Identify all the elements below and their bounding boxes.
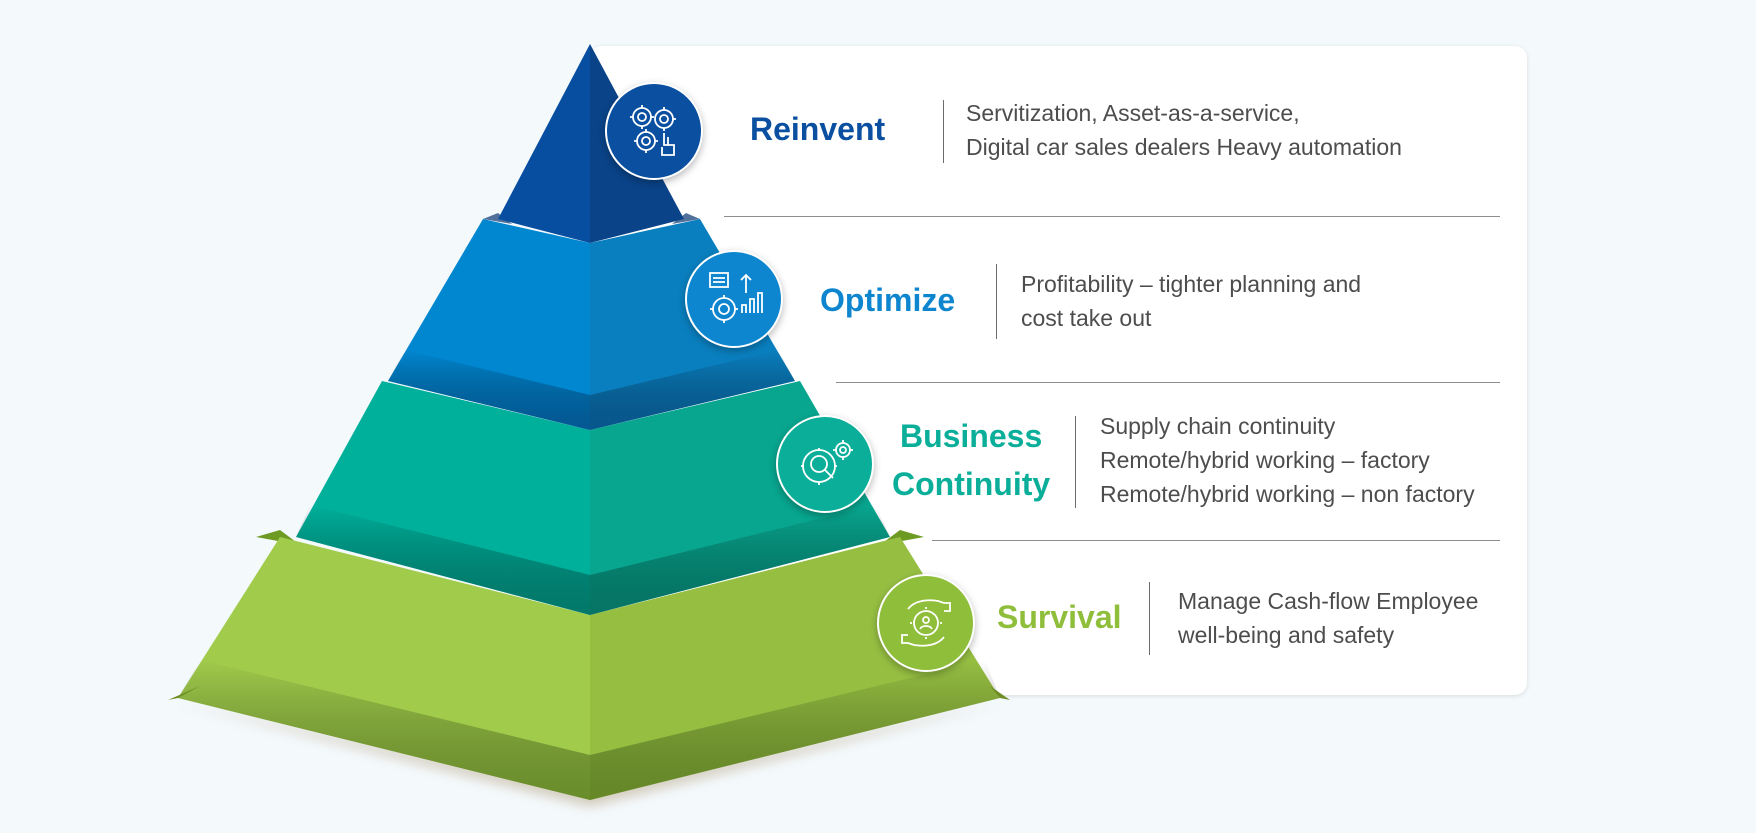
survival-separator — [1149, 582, 1150, 655]
tier-survival-foot-left — [168, 686, 200, 700]
tier-survival-shade-left — [178, 660, 590, 800]
tier-reinvent-face-left — [498, 44, 590, 243]
optimize-separator — [996, 264, 997, 339]
tier-optimize-lip-left — [483, 213, 512, 224]
business-continuity-icon-badge — [776, 415, 874, 513]
gears-hand-icon — [630, 105, 676, 156]
optimize-description: Profitability – tighter planning and cos… — [1021, 271, 1362, 331]
row-divider — [836, 382, 1500, 383]
reinvent-description: Servitization, Asset-as-a-service, Digit… — [966, 100, 1402, 160]
tier-optimize-shade-left — [388, 350, 590, 430]
hands-gear-person-icon — [901, 599, 951, 647]
reinvent-title: Reinvent — [750, 111, 886, 147]
optimize-title: Optimize — [820, 282, 956, 318]
tier-bc-shade-right — [590, 505, 890, 615]
business-continuity-title: Business Continuity — [892, 418, 1051, 502]
gear-chart-growth-icon — [709, 272, 763, 323]
optimize-icon-badge — [685, 250, 783, 348]
tier-survival-shade-right — [590, 660, 1000, 800]
row-divider — [724, 216, 1500, 217]
tier-survival-foot-right — [990, 686, 1010, 700]
reinvent-separator — [943, 100, 944, 163]
reinvent-icon-badge — [605, 82, 703, 180]
tier-optimize-shade-right — [590, 350, 795, 430]
row-divider — [932, 540, 1500, 541]
survival-title: Survival — [997, 599, 1122, 635]
tier-optimize-lip-right — [672, 213, 700, 224]
gears-magnifier-icon — [801, 440, 853, 485]
survival-icon-badge — [877, 574, 975, 672]
tier-bc-shade-left — [296, 505, 590, 615]
business-continuity-separator — [1075, 416, 1076, 508]
business-continuity-description: Supply chain continuity Remote/hybrid wo… — [1100, 413, 1475, 507]
survival-description: Manage Cash-flow Employee well-being and… — [1178, 588, 1479, 648]
